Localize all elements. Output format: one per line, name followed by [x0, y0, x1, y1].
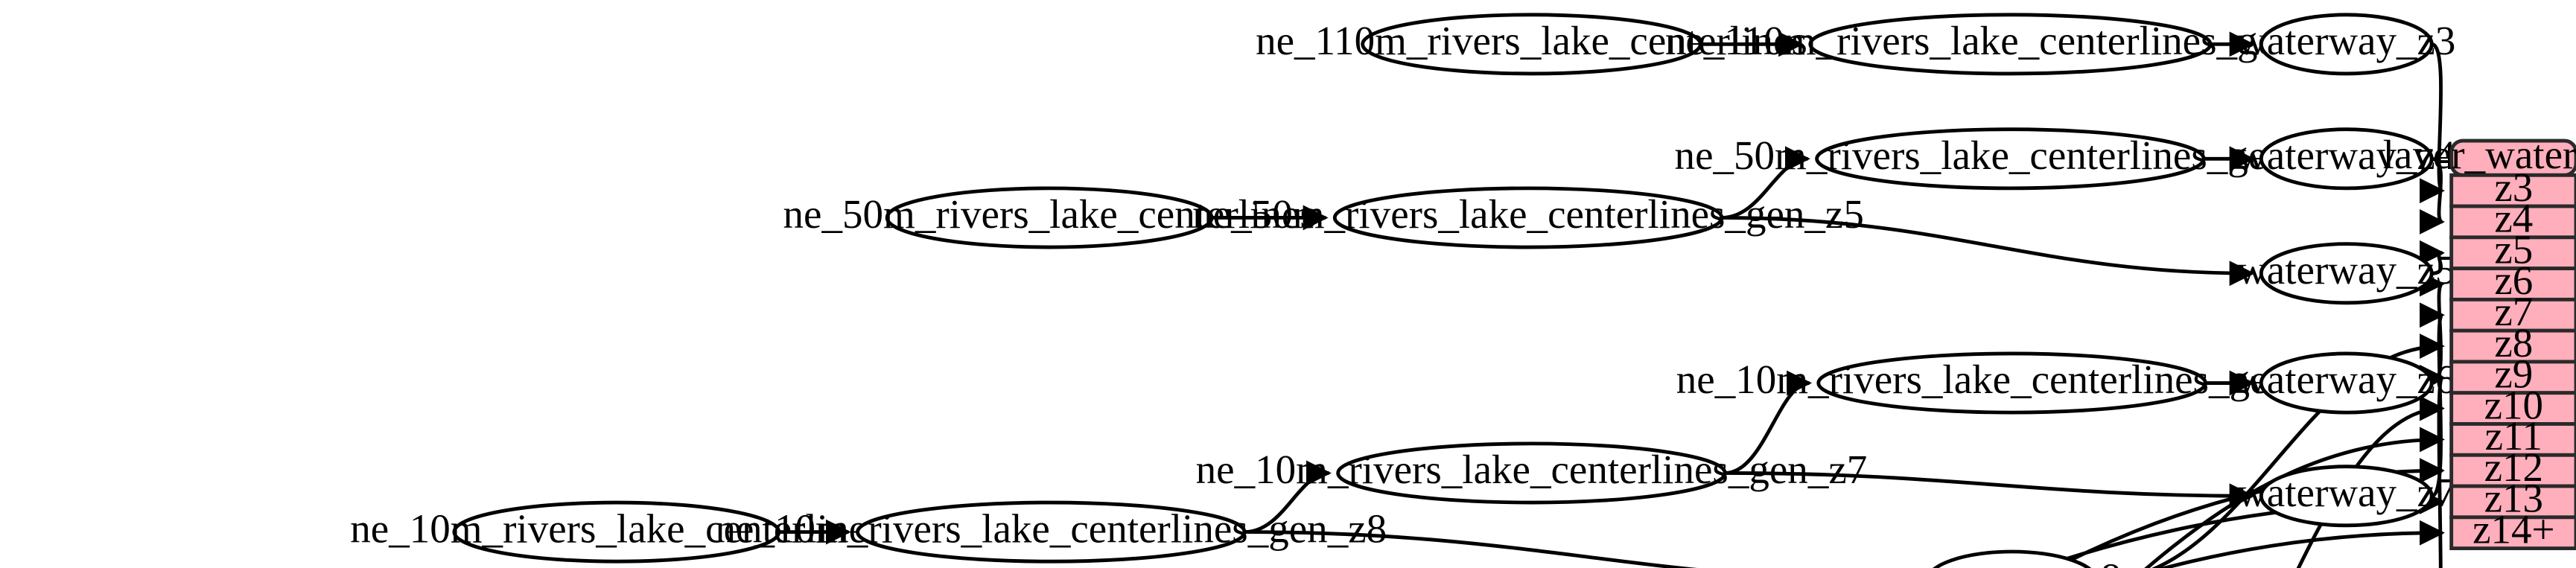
- node-waterway_z8[interactable]: waterway_z8: [1903, 549, 2121, 568]
- table-row-z3[interactable]: z3: [2449, 165, 2576, 210]
- svg-text:z11: z11: [2485, 413, 2542, 459]
- table-row-z4[interactable]: z4: [2449, 196, 2576, 241]
- node-waterway_z5[interactable]: waterway_z5: [2237, 242, 2455, 305]
- edge-waterway_z11-to-table-z11: [2144, 427, 2445, 568]
- svg-text:z3: z3: [2494, 165, 2533, 210]
- node-label: waterway_z5: [2237, 247, 2455, 293]
- edge-ne_10m_rivers_lake_centerlines_gen_z8-to-waterway_z8: [1244, 530, 1698, 568]
- node-label: ne_10m_rivers_lake_centerlines_gen_z6: [1676, 357, 2348, 402]
- node-label: ne_10m_rivers_lake_centerlines: [350, 505, 882, 551]
- node-label: waterway_z8: [1903, 555, 2121, 568]
- edge-waterway_z13-to-table-z13: [2032, 489, 2445, 568]
- edge-ne_50m_rivers_lake_centerlines_gen_z5-to-waterway_z5: [1721, 216, 2255, 287]
- node-label: waterway_z3: [2237, 18, 2455, 63]
- node-ne_10m_rivers_lake_centerlines_gen_z8[interactable]: ne_10m_rivers_lake_centerlines_gen_z8: [716, 500, 1387, 564]
- table-row-z6[interactable]: z6: [2449, 258, 2576, 303]
- node-label: ne_10m_rivers_lake_centerlines_gen_z8: [716, 505, 1387, 551]
- node-label: ne_50m_rivers_lake_centerlines_gen_z5: [1192, 191, 1864, 237]
- node-label: waterway_z4: [2237, 133, 2455, 178]
- table-header-layer-waterway: layer_waterway: [2383, 132, 2576, 177]
- table-row-z10[interactable]: z10: [2449, 382, 2576, 427]
- node-ne_10m_rivers_lake_centerlines_gen_z7[interactable]: ne_10m_rivers_lake_centerlines_gen_z7: [1196, 441, 1868, 505]
- node-ne_50m_rivers_lake_centerlines[interactable]: ne_50m_rivers_lake_centerlines: [783, 186, 1316, 249]
- svg-text:layer_waterway: layer_waterway: [2383, 132, 2576, 177]
- node-label: waterway_z7: [2237, 470, 2455, 515]
- edges-layer: [778, 31, 2445, 568]
- node-ne_110m_rivers_lake_centerlines_gen_z3[interactable]: ne_110m_rivers_lake_centerlines_gen_z3: [1665, 13, 2356, 76]
- svg-text:z8: z8: [2494, 320, 2533, 366]
- svg-text:z4: z4: [2494, 196, 2533, 241]
- node-label: ne_110m_rivers_lake_centerlines_gen_z3: [1665, 18, 2356, 63]
- nodes-layer: imposm3osm_waterway_linestringosm_import…: [350, 13, 2455, 568]
- node-label: ne_10m_rivers_lake_centerlines_gen_z7: [1196, 447, 1868, 492]
- svg-text:z5: z5: [2494, 226, 2533, 272]
- node-label: ne_110m_rivers_lake_centerlines: [1256, 18, 1807, 63]
- node-label: ne_50m_rivers_lake_centerlines: [783, 191, 1316, 237]
- node-waterway_z6[interactable]: waterway_z6: [2237, 351, 2455, 415]
- table-row-z8[interactable]: z8: [2449, 320, 2576, 366]
- node-ne_10m_rivers_lake_centerlines[interactable]: ne_10m_rivers_lake_centerlines: [350, 500, 882, 564]
- svg-text:z10: z10: [2484, 382, 2543, 427]
- node-waterway_z7[interactable]: waterway_z7: [2237, 465, 2455, 528]
- svg-text:z14+: z14+: [2472, 506, 2555, 552]
- node-ne_110m_rivers_lake_centerlines[interactable]: ne_110m_rivers_lake_centerlines: [1256, 13, 1807, 76]
- table-row-z13[interactable]: z13: [2449, 476, 2576, 521]
- node-ne_50m_rivers_lake_centerlines_gen_z5[interactable]: ne_50m_rivers_lake_centerlines_gen_z5: [1192, 186, 1864, 249]
- edge-waterway_z4-to-table-z4: [2419, 156, 2445, 234]
- edge-ne_10m_rivers_lake_centerlines_gen_z7-to-waterway_z7: [1725, 471, 2255, 509]
- node-label: waterway_z6: [2237, 357, 2455, 402]
- edge-ne_10m_rivers_lake_centerlines_gen_z8-to-ne_10m_rivers_lake_centerlines_gen_z7: [1244, 460, 1332, 535]
- table-row-z7[interactable]: z7: [2449, 289, 2576, 334]
- svg-text:z12: z12: [2484, 444, 2543, 490]
- edge-waterway_z10-to-table-z10: [2296, 395, 2445, 568]
- layer-waterway-table: layer_waterwayz3z4z5z6z7z8z9z10z11z12z13…: [2383, 132, 2576, 552]
- svg-text:z7: z7: [2494, 289, 2533, 334]
- edge-ne_10m_rivers_lake_centerlines_gen_z7-to-ne_10m_rivers_lake_centerlines_gen_z6: [1725, 370, 1813, 475]
- table-row-z9[interactable]: z9: [2449, 351, 2576, 397]
- node-waterway_z4[interactable]: waterway_z4: [2237, 127, 2455, 191]
- edge-waterway_z12-to-table-z12: [2051, 458, 2445, 568]
- node-waterway_z3[interactable]: waterway_z3: [2237, 13, 2455, 76]
- node-ne_10m_rivers_lake_centerlines_gen_z6[interactable]: ne_10m_rivers_lake_centerlines_gen_z6: [1676, 351, 2348, 415]
- table-row-z11[interactable]: z11: [2449, 413, 2576, 459]
- edge-ne_50m_rivers_lake_centerlines_gen_z5-to-ne_50m_rivers_lake_centerlines_gen_z4: [1721, 146, 1810, 220]
- svg-text:z6: z6: [2494, 258, 2533, 303]
- node-ne_50m_rivers_lake_centerlines_gen_z4[interactable]: ne_50m_rivers_lake_centerlines_gen_z4: [1675, 127, 2347, 191]
- table-row-z14plus[interactable]: z14+: [2449, 506, 2576, 552]
- svg-text:z13: z13: [2484, 476, 2543, 521]
- node-label: ne_50m_rivers_lake_centerlines_gen_z4: [1675, 133, 2347, 178]
- svg-text:z9: z9: [2494, 351, 2533, 397]
